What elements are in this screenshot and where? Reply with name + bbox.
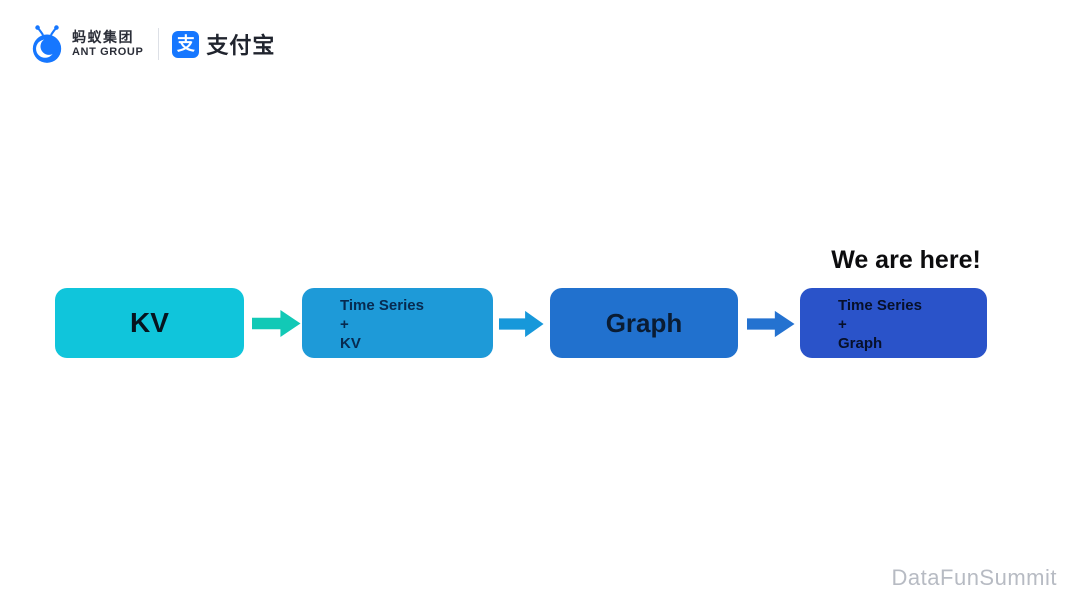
node-label-line: KV bbox=[340, 335, 361, 352]
ant-group-wordmark: 蚂蚁集团 ANT GROUP bbox=[72, 29, 143, 59]
ant-group-logo: 蚂蚁集团 ANT GROUP bbox=[30, 24, 143, 64]
alipay-icon: 支 bbox=[172, 30, 200, 58]
we-are-here-label: We are here! bbox=[831, 246, 981, 274]
alipay-logo: 支 支付宝 bbox=[172, 28, 275, 60]
flow-node-timeseries-graph: Time Series + Graph bbox=[800, 288, 987, 358]
node-label-line: Time Series bbox=[838, 297, 922, 314]
node-label: Graph bbox=[605, 307, 683, 338]
arrow-right-shape bbox=[499, 310, 544, 338]
logo-divider bbox=[158, 28, 160, 60]
flow-arrow-3-icon bbox=[747, 310, 795, 338]
brand-header: 蚂蚁集团 ANT GROUP 支 支付宝 bbox=[30, 24, 275, 64]
node-label-line: + bbox=[340, 316, 349, 333]
flow-arrow-1-icon bbox=[252, 309, 301, 338]
flow-node-timeseries-kv: Time Series + KV bbox=[302, 288, 493, 358]
node-label-line: + bbox=[838, 316, 847, 333]
node-label: KV bbox=[130, 307, 169, 338]
ant-group-icon bbox=[30, 24, 64, 64]
node-label-line: Time Series bbox=[340, 297, 424, 314]
datafunsummit-watermark: DataFunSummit bbox=[891, 565, 1057, 590]
flow-node-graph: Graph bbox=[550, 288, 738, 358]
node-label-line: Graph bbox=[838, 335, 883, 352]
ant-group-name-cn: 蚂蚁集团 bbox=[72, 29, 134, 45]
arrow-right-shape bbox=[747, 310, 795, 338]
flow-node-kv: KV bbox=[55, 288, 244, 358]
alipay-wordmark: 支付宝 bbox=[206, 33, 276, 58]
arrow-right-shape bbox=[252, 309, 301, 338]
ant-group-name-en: ANT GROUP bbox=[72, 46, 144, 58]
flow-arrow-2-icon bbox=[499, 310, 544, 338]
